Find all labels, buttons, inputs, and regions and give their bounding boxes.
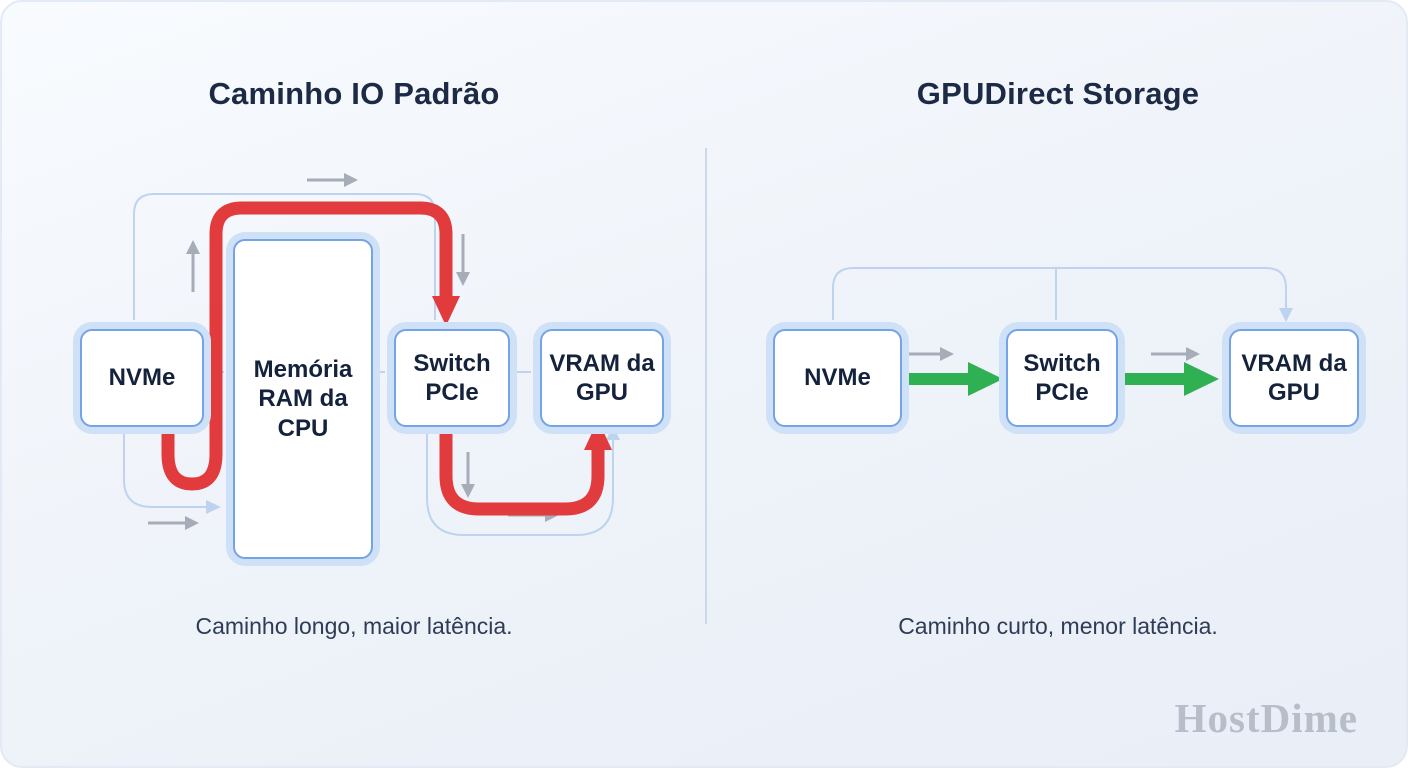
left-node-nvme-label: NVMe (108, 364, 176, 392)
left-node-nvme: NVMe (80, 329, 204, 427)
green-arrow-switch-to-vram-icon (1114, 362, 1219, 396)
gray-arrowhead-up-icon (186, 240, 200, 254)
gray-arrowhead-down-below-switch-icon (461, 484, 475, 498)
hostdime-watermark: HostDime (1174, 695, 1358, 741)
red-io-path-switch-vram (439, 422, 605, 516)
gray-arrowhead-top-right-icon (344, 173, 358, 187)
gray-arrowhead-right-below-nvme-icon (185, 516, 199, 530)
wire-switch-bottom-to-vram (426, 425, 614, 536)
left-node-pcie-switch-label: Switch PCIe (413, 349, 491, 406)
right-node-gpu-vram-label: VRAM da GPU (1241, 349, 1347, 406)
wire-nvme-bottom-to-ram (123, 425, 206, 508)
left-panel-caption: Caminho longo, maior latência. (195, 613, 513, 639)
right-node-pcie-switch-label: Switch PCIe (1023, 349, 1101, 406)
gray-arrowhead-down-to-switch-icon (456, 272, 470, 286)
right-panel-title: GPUDirect Storage (916, 76, 1200, 111)
green-arrow-nvme-to-switch-icon (898, 362, 1003, 396)
wire-arrowhead-into-vram-icon (606, 426, 620, 440)
wire-arrowhead-into-ram-icon (206, 500, 221, 514)
left-node-cpu-ram: Memória RAM da CPU (233, 239, 373, 559)
right-node-nvme-label: NVMe (804, 364, 871, 392)
left-node-cpu-ram-label: Memória RAM da CPU (253, 356, 353, 442)
wire-right-bracket (832, 267, 1287, 320)
left-panel-title: Caminho IO Padrão (208, 76, 500, 111)
left-node-gpu-vram: VRAM da GPU (540, 329, 664, 427)
left-node-gpu-vram-label: VRAM da GPU (549, 349, 655, 406)
right-node-pcie-switch: Switch PCIe (1006, 329, 1118, 427)
right-node-gpu-vram: VRAM da GPU (1229, 329, 1359, 427)
red-arrowhead-into-switch-icon (432, 296, 460, 326)
left-node-pcie-switch: Switch PCIe (394, 329, 510, 427)
gray-arrowhead-right-bottom-icon (545, 508, 559, 522)
right-node-nvme: NVMe (773, 329, 902, 427)
gray-arrowhead-right-2-icon (1186, 347, 1200, 361)
wire-arrowhead-into-vram-right-icon (1279, 308, 1293, 322)
gray-arrowhead-right-1-icon (940, 347, 954, 361)
right-panel-caption: Caminho curto, menor latência. (898, 613, 1218, 639)
